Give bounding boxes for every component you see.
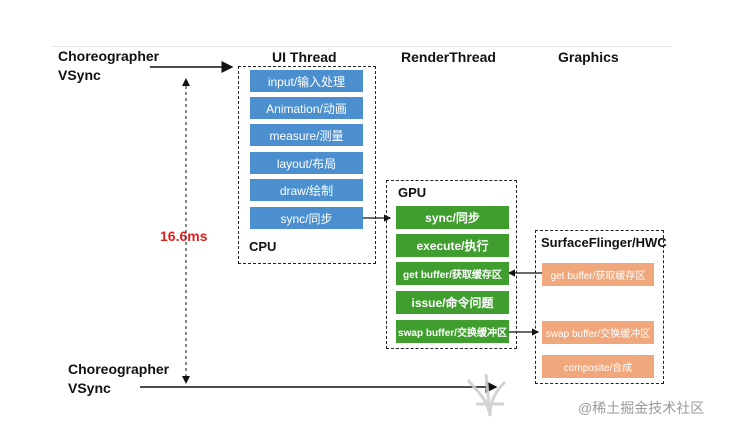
sf-step-swap-buffer: swap buffer/交换缓冲区 [542, 321, 654, 344]
surfaceflinger-box-title: SurfaceFlinger/HWC [541, 235, 667, 250]
cpu-step-animation: Animation/动画 [250, 97, 363, 119]
column-header-render-thread: RenderThread [401, 49, 496, 65]
gpu-step-sync: sync/同步 [396, 206, 509, 229]
cpu-step-layout: layout/布局 [250, 152, 363, 174]
gpu-step-swap-buffer: swap buffer/交换缓冲区 [396, 320, 509, 343]
vsync-bottom-line1: Choreographer [68, 361, 170, 377]
gpu-step-get-buffer: get buffer/获取缓存区 [396, 262, 509, 285]
vsync-top-line1: Choreographer [58, 48, 160, 64]
vsync-top-line2: VSync [58, 67, 101, 83]
surfaceflinger-box [535, 230, 664, 384]
column-header-graphics: Graphics [558, 49, 619, 65]
sf-step-get-buffer: get buffer/获取缓存区 [542, 263, 654, 286]
watermark-logo [466, 373, 507, 417]
cpu-step-draw: draw/绘制 [250, 179, 363, 201]
gpu-box [386, 180, 517, 349]
frame-interval-label: 16.6ms [160, 228, 208, 244]
vsync-bottom-line2: VSync [68, 380, 111, 396]
watermark-text: @稀土掘金技术社区 [578, 400, 705, 416]
vsync-top-label: Choreographer VSync [58, 47, 159, 85]
cpu-box [238, 66, 376, 264]
gpu-box-title: GPU [398, 185, 427, 200]
sf-step-composite: composite/合成 [542, 355, 654, 378]
cpu-box-title: CPU [249, 239, 277, 254]
cpu-step-sync: sync/同步 [250, 207, 363, 229]
cpu-step-measure: measure/测量 [250, 124, 363, 146]
gpu-step-execute: execute/执行 [396, 234, 509, 257]
cpu-step-input: input/输入处理 [250, 70, 363, 92]
column-header-ui-thread: UI Thread [272, 49, 337, 65]
gpu-step-issue: issue/命令问题 [396, 291, 509, 314]
header-divider [52, 46, 672, 47]
vsync-bottom-label: Choreographer VSync [68, 360, 169, 398]
